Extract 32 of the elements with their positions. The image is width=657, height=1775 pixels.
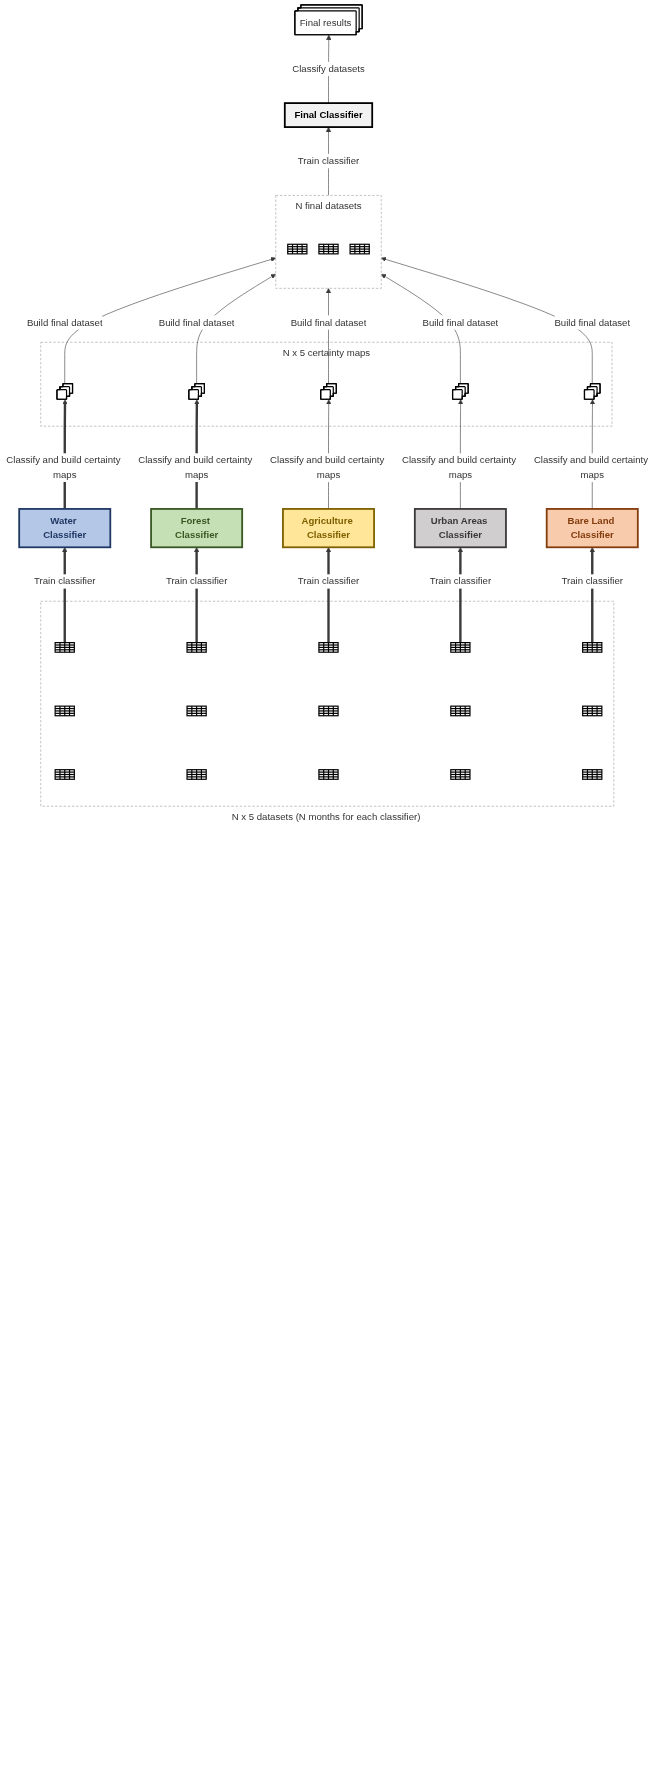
edge-label: Classify and build certainty maps (402, 454, 517, 480)
edge-label: Classify and build certainty maps (6, 454, 121, 480)
edge-label: Build final dataset (26, 317, 103, 328)
edge-label: Train classifier (297, 155, 360, 167)
arrow (62, 547, 68, 643)
node-box: Urban Areas Classifier (413, 508, 507, 549)
arrow (194, 547, 200, 643)
edge-label: Build final dataset (290, 317, 367, 328)
edge-label: Train classifier (165, 576, 228, 587)
node-label: N x 5 datasets (N months for each classifier) (231, 811, 421, 822)
edge-label: Classify and build certainty maps (138, 454, 253, 480)
edge-label: Build final dataset (422, 317, 499, 328)
edge-label: Train classifier (297, 576, 360, 587)
node-box: Agriculture Classifier (282, 508, 375, 549)
edge-label: Train classifier (429, 576, 492, 587)
cluster: N final datasets (275, 195, 382, 289)
edge-label: Classify and build certainty maps (533, 454, 648, 480)
arrow (589, 547, 595, 643)
arrow (457, 547, 463, 643)
edge-label: Train classifier (561, 576, 623, 587)
edge-label: Classify datasets (292, 63, 365, 74)
cluster (40, 600, 615, 807)
node-box: Bare Land Classifier (545, 508, 639, 549)
edge-label: Build final dataset (554, 317, 631, 328)
node-box: Forest Classifier (150, 508, 244, 549)
edge-label: Train classifier (34, 576, 96, 587)
node-box: Water Classifier (18, 508, 112, 549)
edge-label: Build final dataset (158, 317, 235, 328)
edge-label: Classify and build certainty maps (270, 454, 385, 480)
arrow (325, 547, 332, 643)
node-box: Final Classifier (283, 102, 374, 128)
cluster: N x 5 certainty maps (40, 341, 613, 427)
